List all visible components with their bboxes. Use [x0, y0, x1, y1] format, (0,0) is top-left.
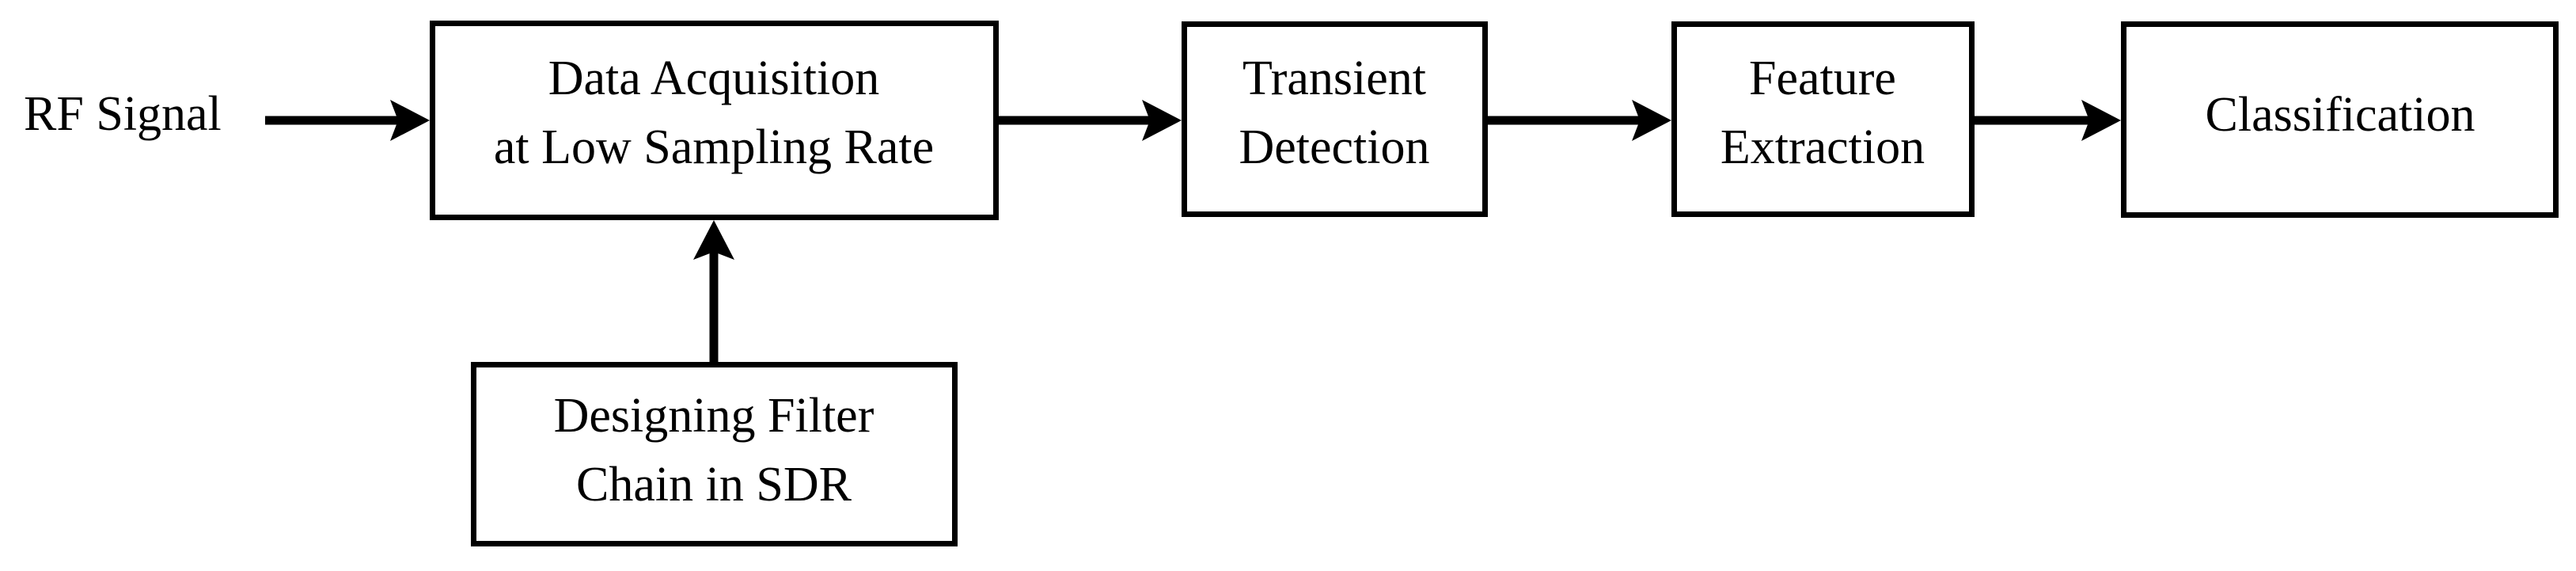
node-feature-extraction-line-2: Extraction — [1720, 120, 1925, 174]
node-data-acquisition-line-1: Data Acquisition — [548, 51, 879, 105]
node-feature-extraction-box[interactable] — [1671, 21, 1975, 217]
node-data-acquisition[interactable]: Data Acquisition at Low Sampling Rate — [430, 21, 999, 220]
node-designing-filter-chain-line-1: Designing Filter — [554, 389, 874, 443]
edge-filter-to-acquisition — [693, 220, 734, 362]
node-designing-filter-chain-line-2: Chain in SDR — [576, 458, 852, 512]
node-classification[interactable]: Classification — [2121, 21, 2559, 218]
node-classification-box[interactable] — [2121, 21, 2559, 218]
edge-filter-to-acquisition-arrowhead — [693, 220, 734, 260]
rf-signal-label: RF Signal — [24, 87, 222, 141]
node-transient-detection-box[interactable] — [1182, 21, 1488, 217]
edge-feature-to-classification — [1975, 100, 2121, 141]
node-transient-detection[interactable]: Transient Detection — [1182, 21, 1488, 217]
edge-acquisition-to-transient-arrowhead — [1142, 100, 1182, 141]
edge-transient-to-feature-arrowhead — [1632, 100, 1671, 141]
node-feature-extraction[interactable]: Feature Extraction — [1671, 21, 1975, 217]
edge-feature-to-classification-arrowhead — [2081, 100, 2121, 141]
node-classification-line-1: Classification — [2206, 88, 2475, 142]
node-data-acquisition-box[interactable] — [430, 21, 999, 220]
node-designing-filter-chain-box[interactable] — [471, 362, 958, 546]
node-feature-extraction-line-1: Feature — [1749, 51, 1896, 105]
edge-rf-to-acquisition-arrowhead — [390, 100, 430, 141]
edge-acquisition-to-transient — [999, 100, 1182, 141]
node-data-acquisition-line-2: at Low Sampling Rate — [494, 120, 934, 174]
node-transient-detection-line-1: Transient — [1242, 51, 1426, 105]
edge-rf-to-acquisition — [265, 100, 430, 141]
node-transient-detection-line-2: Detection — [1239, 120, 1429, 174]
node-designing-filter-chain[interactable]: Designing Filter Chain in SDR — [471, 362, 958, 546]
edge-transient-to-feature — [1488, 100, 1671, 141]
